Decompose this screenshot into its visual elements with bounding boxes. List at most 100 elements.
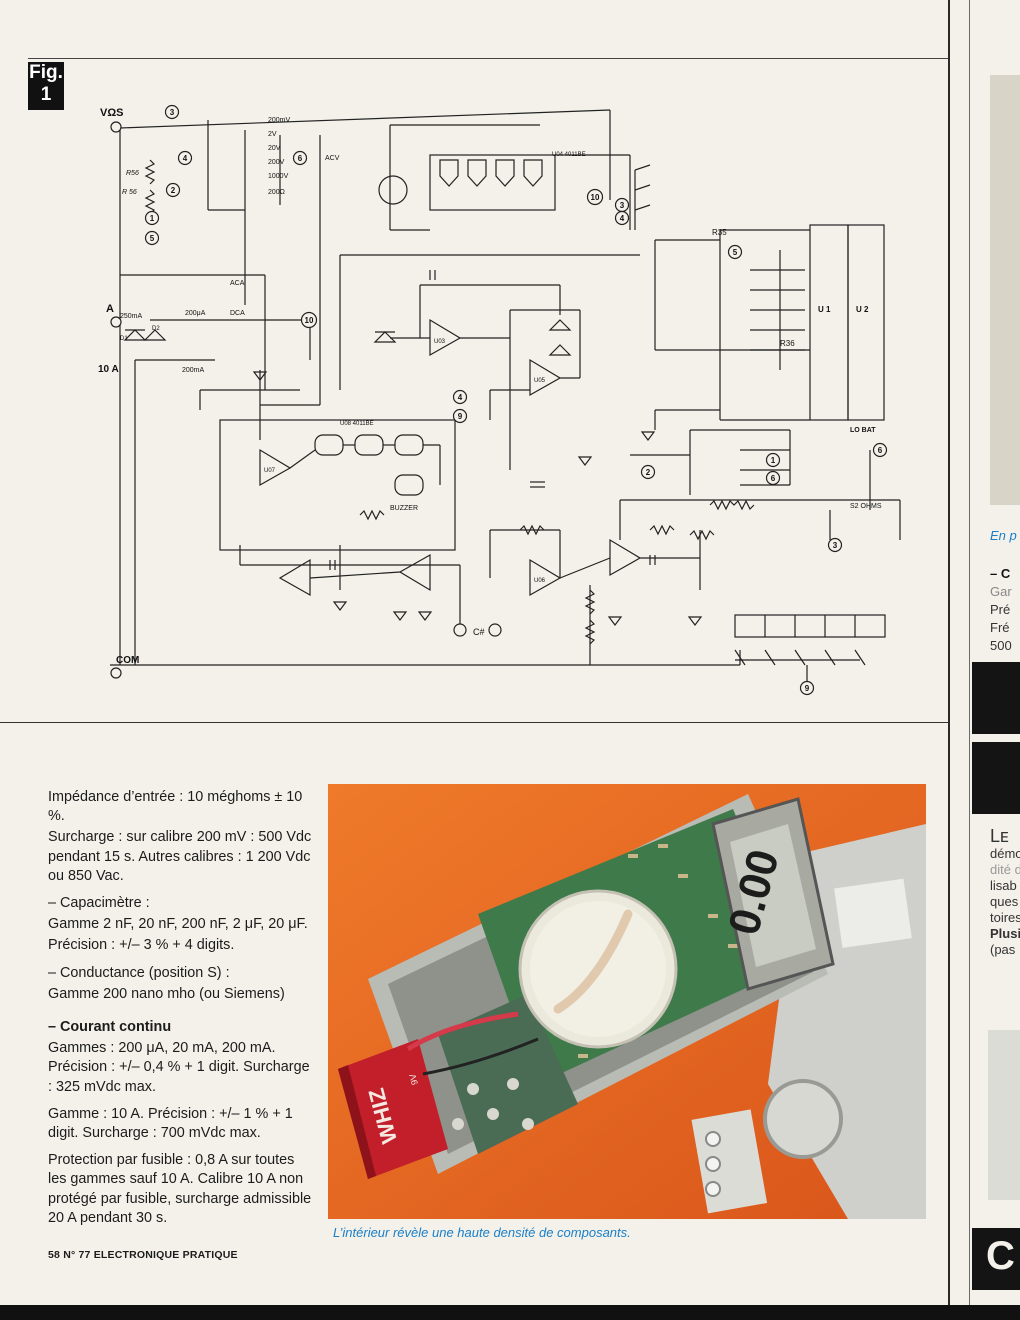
- spec-paragraph: – Conductance (position S) :: [48, 964, 230, 981]
- facing-heading-block: [972, 742, 1020, 814]
- ref-10b: 10: [591, 193, 600, 202]
- ref-4c: 4: [458, 393, 463, 402]
- terminal-a-label: A: [106, 303, 114, 315]
- facing-line: démo: [990, 846, 1020, 861]
- ref-9a: 9: [458, 412, 463, 421]
- label-u07: U07: [264, 468, 276, 474]
- ref-9b: 9: [805, 684, 810, 693]
- label-u08: U08 4011BE: [340, 421, 374, 427]
- figure-label: Fig. 1: [28, 62, 64, 110]
- range-a-2: 200mA: [182, 367, 205, 374]
- terminal-output-jack: [453, 623, 467, 637]
- range-v-5: 200Ω: [268, 189, 285, 196]
- section-divider: [0, 722, 948, 723]
- range-v-3: 200V: [268, 159, 285, 166]
- spec-paragraph: Protection par fusible : 0,8 A sur toute…: [48, 1152, 312, 1226]
- facing-line: Gar: [990, 584, 1012, 599]
- ref-1a: 1: [150, 214, 155, 223]
- spec-paragraph: Surcharge : sur calibre 200 mV : 500 Vdc…: [48, 829, 312, 884]
- figure-label-number: 1: [40, 84, 52, 105]
- photo-illustration: 0.00 WHIZ 9V: [328, 784, 926, 1219]
- range-v-4: 1000V: [268, 173, 289, 180]
- terminal-vohms-jack: [110, 121, 122, 133]
- label-buzzer: BUZZER: [390, 505, 418, 512]
- terminal-10a-label: 10 A: [98, 364, 119, 375]
- label-u03: U03: [434, 339, 446, 345]
- facing-line: ques: [990, 894, 1019, 909]
- ref-5a: 5: [150, 234, 155, 243]
- facing-heading-block: [972, 1228, 1020, 1290]
- ref-2b: 2: [646, 468, 651, 477]
- label-u2: U 2: [856, 305, 869, 314]
- column-rule: [948, 0, 950, 1305]
- ref-4b: 4: [620, 214, 625, 223]
- gutter-rule: [969, 0, 970, 1305]
- terminal-com-jack: [110, 667, 122, 679]
- photo-caption: L’intérieur révèle une haute densité de …: [333, 1225, 631, 1240]
- ref-3c: 3: [833, 541, 838, 550]
- label-dca: DCA: [230, 310, 245, 317]
- label-u1: U 1: [818, 305, 831, 314]
- range-v-0: 200mV: [268, 117, 291, 124]
- spec-paragraph: – Capacimètre :: [48, 895, 150, 912]
- ref-6c: 6: [878, 446, 883, 455]
- facing-caption: En p: [990, 528, 1017, 543]
- facing-heading-letter: C: [986, 1234, 1015, 1278]
- ref-10a: 10: [305, 316, 314, 325]
- range-a-0: 250mA: [120, 313, 143, 320]
- page-bottom-edge: [0, 1305, 1020, 1320]
- terminal-vohms-label: VΩS: [100, 107, 124, 119]
- label-ohms: S2 OHMS: [850, 503, 882, 510]
- spec-paragraph: Impédance d’entrée : 10 méghoms ± 10 %.: [48, 789, 303, 825]
- figure-label-word: Fig.: [29, 62, 63, 83]
- terminal-cx-label: C#: [473, 627, 485, 637]
- facing-photo: [990, 75, 1020, 505]
- spec-paragraph: Précision : +/– 3 % + 4 digits.: [48, 937, 235, 954]
- range-v-1: 2V: [268, 131, 277, 138]
- battery-voltage: 9V: [407, 1073, 420, 1086]
- label-r35: R35: [712, 228, 727, 237]
- spec-heading: – Courant continu: [48, 1019, 172, 1036]
- label-r36: R36: [780, 339, 795, 348]
- spec-paragraph: Gamme 200 nano mho (ou Siemens): [48, 985, 285, 1002]
- ref-3a: 3: [170, 108, 175, 117]
- terminal-a-jack: [110, 316, 122, 328]
- facing-line: 500: [990, 638, 1012, 653]
- label-u06: U06: [534, 578, 546, 584]
- label-r56: R56: [126, 170, 139, 177]
- range-v-2: 20V: [268, 145, 281, 152]
- facing-line: Pré: [990, 602, 1011, 617]
- label-acv: ACV: [325, 155, 340, 162]
- facing-line: lisab: [990, 878, 1017, 893]
- facing-line: Plusi: [990, 926, 1020, 941]
- facing-heading-block: [972, 662, 1020, 734]
- range-a-1: 200μA: [185, 310, 206, 317]
- facing-figure: [988, 1030, 1020, 1200]
- ref-6a: 6: [298, 154, 303, 163]
- label-aca: ACA: [230, 280, 245, 287]
- circuit-schematic: VΩS A 10 A COM C# 200mV 2V 20V 200V 1000…: [98, 104, 901, 696]
- facing-dropcap: Lᴇ: [990, 826, 1009, 846]
- ref-3b: 3: [620, 201, 625, 210]
- label-r56b: R 56: [122, 189, 137, 196]
- facing-line: Fré: [990, 620, 1010, 635]
- ref-2a: 2: [171, 186, 176, 195]
- spec-paragraph: Gamme : 10 A. Précision : +/– 1 % + 1 di…: [48, 1105, 293, 1142]
- ref-5b: 5: [733, 248, 738, 257]
- ref-6b: 6: [771, 474, 776, 483]
- spec-paragraph: Gamme 2 nF, 20 nF, 200 nF, 2 μF, 20 μF.: [48, 916, 308, 933]
- specifications-column: Impédance d’entrée : 10 méghoms ± 10 %. …: [48, 788, 313, 1230]
- facing-line: – C: [990, 566, 1011, 581]
- label-lo-bat: LO BAT: [850, 427, 876, 434]
- facing-line: dité d: [990, 862, 1020, 877]
- label-d2: D2: [152, 326, 160, 332]
- label-u04: U04 4011BE: [552, 152, 586, 158]
- facing-line: (pas: [990, 942, 1016, 957]
- label-u05: U05: [534, 378, 546, 384]
- page-footer: 58 N° 77 ELECTRONIQUE PRATIQUE: [48, 1249, 238, 1261]
- spec-paragraph: Gammes : 200 μA, 20 mA, 200 mA. Précisio…: [48, 1040, 310, 1095]
- multimeter-interior-photo: 0.00 WHIZ 9V: [328, 784, 926, 1219]
- facing-page-edge: En p – C Gar Pré Fré 500 Lᴇ démo dité d …: [970, 0, 1020, 1305]
- header-rule: [28, 58, 948, 59]
